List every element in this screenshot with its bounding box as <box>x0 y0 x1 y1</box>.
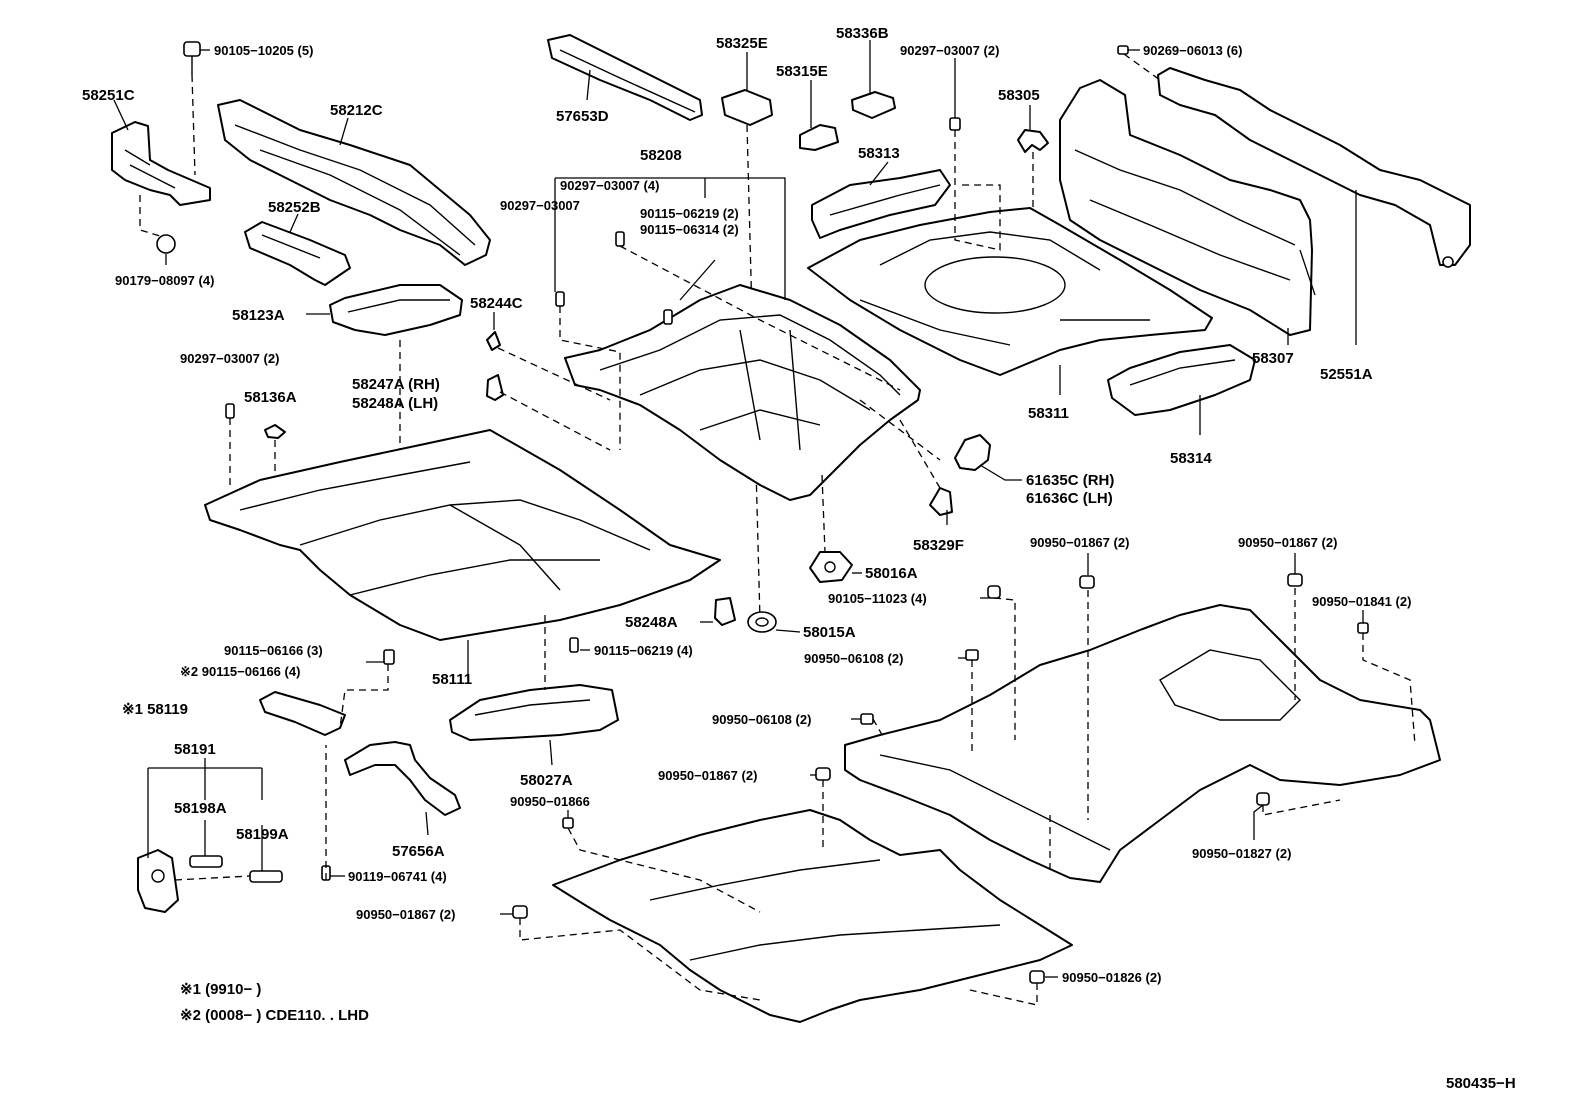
label-90115-06166-3: 90115−06166 (3) <box>224 643 323 658</box>
label-90297-03007-2b: 90297−03007 (2) <box>900 43 999 58</box>
part-rear-floor-mat <box>844 604 1441 883</box>
part-58016A <box>809 474 853 583</box>
part-58027A <box>449 615 619 741</box>
label-90950-01866: 90950−01866 <box>510 794 590 809</box>
part-58119 <box>259 691 346 736</box>
label-58123A: 58123A <box>232 307 285 324</box>
label-90950-06108-a: 90950−06108 (2) <box>804 651 903 666</box>
label-90950-01867-a: 90950−01867 (2) <box>1030 535 1129 550</box>
part-58123A <box>329 284 463 540</box>
label-58212C: 58212C <box>330 102 383 119</box>
label-58119: ※1 58119 <box>122 701 188 718</box>
part-58314 <box>1107 344 1256 416</box>
part-57656A <box>344 741 461 816</box>
label-58336B: 58336B <box>836 25 889 42</box>
label-90105-11023: 90105−11023 (4) <box>828 591 927 606</box>
part-58212C <box>217 99 491 266</box>
part-58252B <box>244 221 351 286</box>
label-58244C: 58244C <box>470 295 523 312</box>
label-61636C: 61636C (LH) <box>1026 490 1113 507</box>
label-58111: 58111 <box>432 671 472 688</box>
part-58251C <box>111 121 211 206</box>
label-58305: 58305 <box>998 87 1040 104</box>
label-58311: 58311 <box>1028 405 1069 422</box>
label-58307: 58307 <box>1252 350 1294 367</box>
part-58313 <box>811 169 951 239</box>
label-90179-08097: 90179−08097 (4) <box>115 273 214 288</box>
label-58199A: 58199A <box>236 826 289 843</box>
part-58307 <box>1059 79 1313 336</box>
part-58248A <box>714 597 736 626</box>
part-61635C <box>859 399 991 471</box>
part-52551A <box>1157 67 1471 268</box>
label-58136A: 58136A <box>244 389 297 406</box>
label-90105-10205: 90105−10205 (5) <box>214 43 313 58</box>
nut-90179-08097 <box>139 195 176 254</box>
part-58111 <box>204 429 721 641</box>
part-58336B <box>851 91 896 119</box>
label-57656A: 57656A <box>392 843 445 860</box>
part-58315E <box>799 124 839 151</box>
label-58015A: 58015A <box>803 624 856 641</box>
part-58244C <box>486 331 611 401</box>
figure-code: 580435−H <box>1446 1075 1516 1092</box>
part-58329F <box>899 419 953 516</box>
label-90950-01867-d: 90950−01867 (2) <box>356 907 455 922</box>
label-58247A: 58247A (RH) <box>352 376 440 393</box>
label-61635C: 61635C (RH) <box>1026 472 1114 489</box>
label-58208: 58208 <box>640 147 682 164</box>
label-90950-01826: 90950−01826 (2) <box>1062 970 1161 985</box>
label-90950-01827: 90950−01827 (2) <box>1192 846 1291 861</box>
part-58191 <box>137 849 283 913</box>
leader-lines <box>113 40 1364 978</box>
part-58015A <box>747 611 777 633</box>
label-58248A-LH: 58248A (LH) <box>352 395 438 412</box>
label-58248A: 58248A <box>625 614 678 631</box>
label-58198A: 58198A <box>174 800 227 817</box>
bolt-90105-10205 <box>183 41 201 176</box>
label-58315E: 58315E <box>776 63 828 80</box>
label-90950-01841: 90950−01841 (2) <box>1312 594 1411 609</box>
label-90115-06219-4: 90115−06219 (4) <box>594 643 693 658</box>
label-58251C: 58251C <box>82 87 135 104</box>
label-90297-03007: 90297−03007 <box>500 198 580 213</box>
label-58325E: 58325E <box>716 35 768 52</box>
part-front-floor-mat <box>552 809 1073 1023</box>
part-58325E <box>721 89 773 621</box>
label-90269-06013: 90269−06013 (6) <box>1143 43 1242 58</box>
label-90119-06741: 90119−06741 (4) <box>348 869 447 884</box>
label-58027A: 58027A <box>520 772 573 789</box>
label-90297-03007-4: 90297−03007 (4) <box>560 178 659 193</box>
label-58252B: 58252B <box>268 199 321 216</box>
part-labels: 90105−10205 (5) 58251C 58212C 58252B 901… <box>82 25 1516 1092</box>
label-90115-06219-2: 90115−06219 (2) <box>640 206 739 221</box>
label-58016A: 58016A <box>865 565 918 582</box>
footnote-2: ※2 (0008− ) CDE110. . LHD <box>180 1007 369 1024</box>
footnote-1: ※1 (9910− ) <box>180 981 261 998</box>
label-90950-01867-b: 90950−01867 (2) <box>1238 535 1337 550</box>
label-90115-06314-2: 90115−06314 (2) <box>640 222 739 237</box>
part-57653D <box>547 34 703 121</box>
label-90297-03007-2a: 90297−03007 (2) <box>180 351 279 366</box>
dashed-connectors <box>229 53 1416 1006</box>
label-90115-06166-4: ※2 90115−06166 (4) <box>180 664 300 679</box>
label-58329F: 58329F <box>913 537 964 554</box>
part-58208 <box>564 284 921 501</box>
label-90950-06108-b: 90950−06108 (2) <box>712 712 811 727</box>
label-58314: 58314 <box>1170 450 1212 467</box>
label-58191: 58191 <box>174 741 216 758</box>
label-90950-01867-c: 90950−01867 (2) <box>658 768 757 783</box>
part-58247A-58248A <box>486 374 611 451</box>
part-58311 <box>807 207 1213 376</box>
label-52551A: 52551A <box>1320 366 1373 383</box>
label-58313: 58313 <box>858 145 900 162</box>
label-57653D: 57653D <box>556 108 609 125</box>
